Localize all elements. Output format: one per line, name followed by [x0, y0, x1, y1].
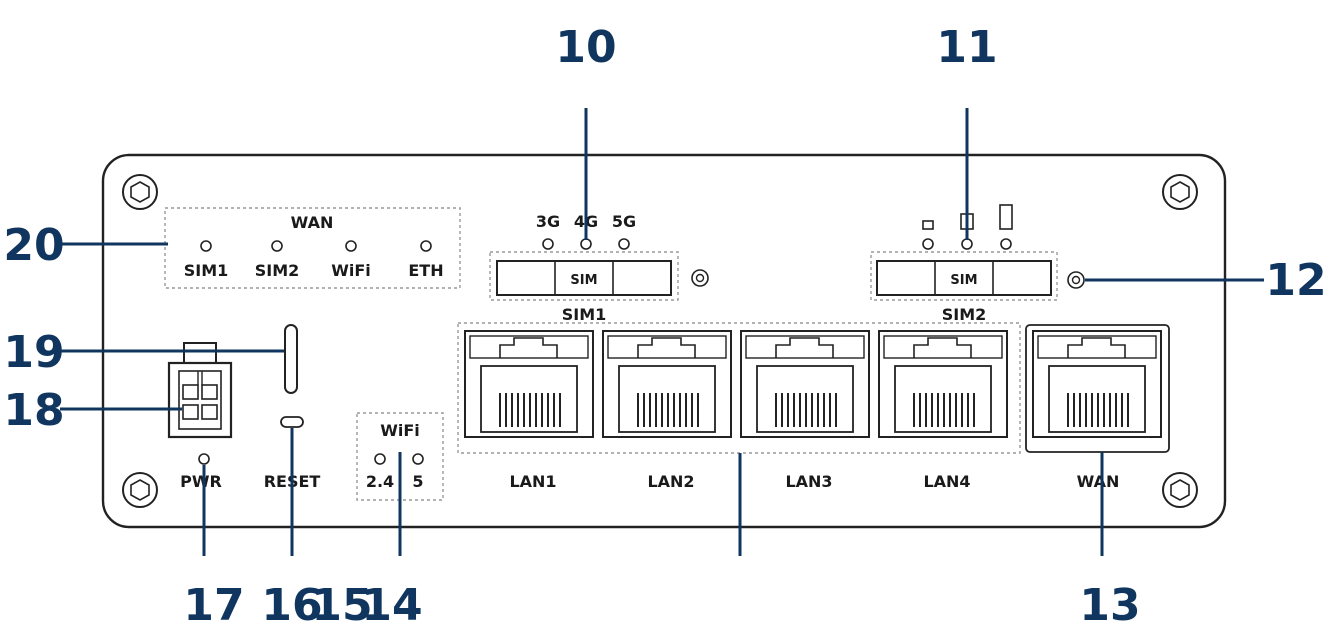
led-icon	[374, 453, 386, 465]
lan-port-label: LAN3	[785, 472, 832, 491]
sim2-label: SIM2	[942, 305, 987, 324]
callout-19: 19	[3, 327, 64, 378]
screw-icon	[1162, 472, 1198, 508]
pwr-label: PWR	[180, 472, 222, 491]
callout-11: 11	[936, 22, 997, 73]
reset-button-icon	[280, 416, 304, 428]
callout-20: 20	[3, 220, 64, 271]
wan-led-label: SIM2	[255, 261, 300, 280]
lan-port-label: LAN2	[647, 472, 694, 491]
wifi-band-label: 5	[412, 472, 423, 491]
sim-eject-button-icon	[1067, 271, 1085, 289]
lan-port-label: LAN1	[509, 472, 556, 491]
ethernet-port-icon	[1032, 330, 1162, 438]
sim1-slot	[496, 260, 672, 296]
network-led-label: 5G	[612, 212, 636, 231]
callout-10: 10	[555, 22, 616, 73]
led-icon	[922, 238, 934, 250]
led-icon	[198, 453, 210, 465]
sim1-slot-text: SIM	[570, 273, 597, 288]
lan-port-label: LAN4	[923, 472, 970, 491]
led-icon	[420, 240, 432, 252]
sim2-slot-text: SIM	[950, 273, 977, 288]
sim1-label: SIM1	[562, 305, 607, 324]
callout-18: 18	[3, 385, 64, 436]
led-icon	[618, 238, 630, 250]
router-chassis	[101, 153, 1227, 529]
callout-14: 14	[361, 580, 422, 631]
callout-13: 13	[1079, 580, 1140, 631]
led-icon	[961, 238, 973, 250]
ethernet-port-icon	[464, 330, 594, 438]
wifi-led-group-title: WiFi	[380, 421, 420, 440]
wan-led-label: ETH	[408, 261, 443, 280]
wan-led-label: WiFi	[331, 261, 371, 280]
wan-port-border	[1025, 324, 1170, 453]
led-icon	[271, 240, 283, 252]
led-icon	[1000, 238, 1012, 250]
wifi-band-label: 2.4	[366, 472, 394, 491]
sim-eject-button-icon	[691, 269, 709, 287]
signal-bar-icon	[922, 220, 934, 230]
callout-12: 12	[1265, 255, 1323, 306]
screw-icon	[122, 174, 158, 210]
led-icon	[412, 453, 424, 465]
led-icon	[580, 238, 592, 250]
led-icon	[542, 238, 554, 250]
slot-icon	[284, 324, 298, 394]
wan-led-group-border	[164, 207, 461, 289]
sim2-slot	[876, 260, 1052, 296]
led-icon	[345, 240, 357, 252]
screw-icon	[1162, 174, 1198, 210]
screw-icon	[122, 472, 158, 508]
sim-slot-group-border	[489, 251, 679, 301]
signal-bar-icon	[999, 204, 1013, 230]
ethernet-port-icon	[740, 330, 870, 438]
wan-led-group-title: WAN	[291, 213, 334, 232]
network-led-label: 3G	[536, 212, 560, 231]
callout-17: 17	[183, 580, 244, 631]
wan-port-label: WAN	[1077, 472, 1120, 491]
power-connector-icon	[167, 342, 233, 439]
wan-led-label: SIM1	[184, 261, 229, 280]
callout-16: 16	[261, 580, 322, 631]
sim-slot-group-border	[870, 251, 1058, 301]
ethernet-port-icon	[602, 330, 732, 438]
callout-15: 15	[311, 580, 372, 631]
ethernet-port-icon	[878, 330, 1008, 438]
led-icon	[200, 240, 212, 252]
